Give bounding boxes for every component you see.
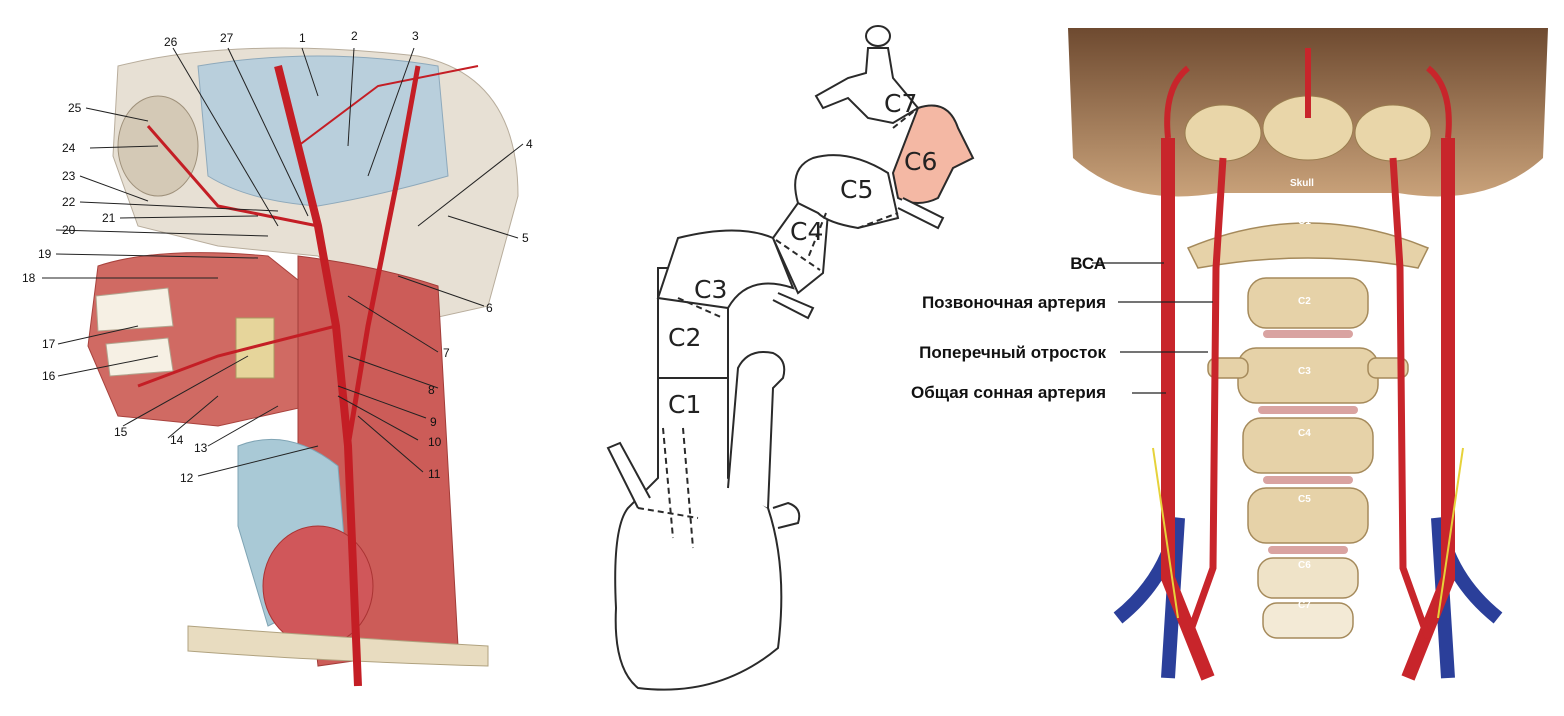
label-17: 17	[42, 337, 56, 351]
segment-c7: C7	[884, 89, 917, 118]
label-13: 13	[194, 441, 208, 455]
vertebra-c5: C5	[1298, 494, 1311, 505]
label-19: 19	[38, 247, 52, 261]
head-neck-arteries-illustration: 26 27 1 2 3 4 5 6 7 8 9 10 11 12 13 14 1…	[18, 26, 548, 692]
label-4: 4	[526, 137, 533, 151]
head-neck-drawing: 26 27 1 2 3 4 5 6 7 8 9 10 11 12 13 14 1…	[18, 26, 548, 692]
cervical-spine-drawing: Skull C1 C2 C3 C4 C5 C6 C7	[1058, 18, 1558, 698]
annotation-vertebral-artery: Позвоночная артерия	[921, 293, 1106, 312]
label-8: 8	[428, 383, 435, 397]
label-15: 15	[114, 425, 128, 439]
label-23: 23	[62, 169, 76, 183]
label-14: 14	[170, 433, 184, 447]
label-24: 24	[62, 141, 76, 155]
segment-schematic: C1 C2 C3 C4 C5 C6 C7	[598, 8, 998, 708]
skull-label: Skull	[1290, 178, 1314, 189]
label-18: 18	[22, 271, 36, 285]
label-9: 9	[430, 415, 437, 429]
vertebra-c1: C1	[1298, 216, 1311, 227]
label-16: 16	[42, 369, 56, 383]
segment-c3: C3	[694, 275, 727, 304]
label-1: 1	[299, 31, 306, 45]
label-10: 10	[428, 435, 442, 449]
label-2: 2	[351, 29, 358, 43]
annotation-transverse-process: Поперечный отросток	[919, 343, 1106, 362]
label-26: 26	[164, 35, 178, 49]
label-3: 3	[412, 29, 419, 43]
segment-c5: C5	[840, 175, 873, 204]
vertebra-c7: C7	[1298, 600, 1311, 611]
cervical-spine-illustration: Skull C1 C2 C3 C4 C5 C6 C7	[911, 18, 1558, 698]
segment-c4: C4	[790, 217, 823, 246]
label-27: 27	[220, 31, 234, 45]
label-22: 22	[62, 195, 76, 209]
label-6: 6	[486, 301, 493, 315]
segment-c2: C2	[668, 323, 701, 352]
label-11: 11	[428, 467, 441, 481]
label-20: 20	[62, 223, 76, 237]
label-5: 5	[522, 231, 529, 245]
segment-c1: C1	[668, 390, 701, 419]
label-7: 7	[443, 346, 450, 360]
vertebra-c3: C3	[1298, 366, 1311, 377]
annotation-ica: ВСА	[1070, 254, 1106, 273]
vertebra-c4: C4	[1298, 428, 1311, 439]
label-25: 25	[68, 101, 82, 115]
vertebra-c6: C6	[1298, 560, 1311, 571]
annotation-common-carotid: Общая сонная артерия	[911, 383, 1106, 402]
label-12: 12	[180, 471, 194, 485]
segment-c6: C6	[904, 147, 937, 176]
vertebra-c2: C2	[1298, 296, 1311, 307]
label-21: 21	[102, 211, 116, 225]
segment-schematic-drawing: C1 C2 C3 C4 C5 C6 C7	[606, 25, 975, 691]
